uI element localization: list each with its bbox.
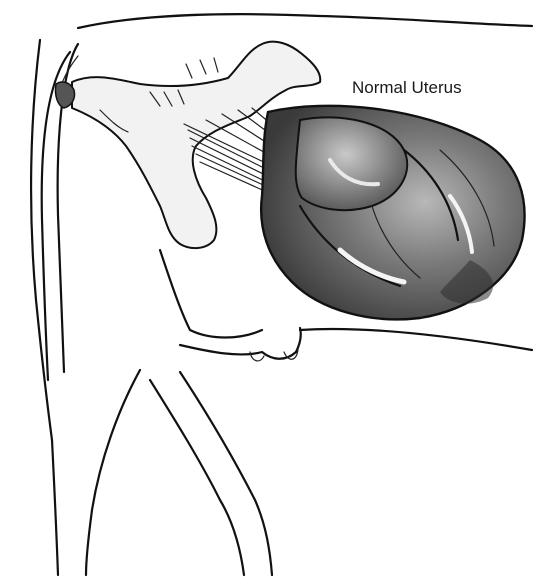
perineum-shape: [55, 82, 74, 108]
hind-leg-back-outline: [52, 440, 58, 575]
belly-outline: [300, 329, 532, 350]
spine-stub: [186, 58, 218, 78]
back-outline: [78, 14, 532, 28]
hind-leg-front-outline: [150, 380, 244, 575]
normal-uterus-label: Normal Uterus: [352, 78, 462, 98]
hind-leg-front-outline-inner: [180, 372, 272, 575]
thigh-outline: [160, 250, 262, 338]
hind-leg-back-inner: [86, 370, 140, 575]
